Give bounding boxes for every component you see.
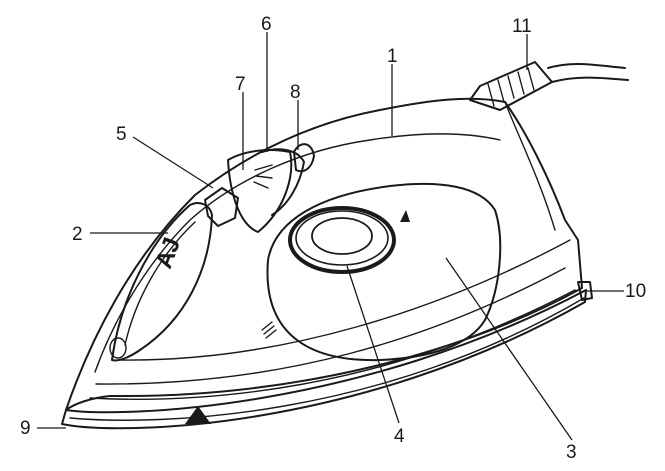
steam-button — [261, 148, 305, 216]
callout-soleplate: 9 — [20, 418, 31, 439]
callout-power-cord: 11 — [512, 16, 532, 37]
power-cord — [469, 61, 629, 111]
callout-steam-control: 8 — [290, 82, 301, 103]
temperature-dial — [288, 206, 396, 274]
callout-temperature-dial: 4 — [394, 426, 405, 447]
dial-marker-icon — [400, 210, 410, 222]
iron-body — [65, 97, 583, 411]
pilot-light — [577, 281, 593, 301]
callout-water-tank: 2 — [72, 224, 83, 245]
warning-triangle-icon — [185, 406, 211, 424]
callout-water-inlet-cover: 5 — [116, 124, 127, 145]
spray-button — [227, 149, 293, 233]
water-inlet-cover — [204, 187, 239, 227]
callout-steam-button: 7 — [235, 74, 246, 95]
callout-housing: 1 — [387, 46, 398, 67]
steam-control — [293, 143, 315, 173]
callout-spray-button: 6 — [261, 14, 272, 35]
callout-handle: 3 — [566, 442, 577, 463]
soleplate — [61, 289, 587, 430]
side-recess — [261, 182, 502, 362]
leader-lines — [37, 32, 624, 441]
callout-pilot-light: 10 — [625, 281, 646, 302]
